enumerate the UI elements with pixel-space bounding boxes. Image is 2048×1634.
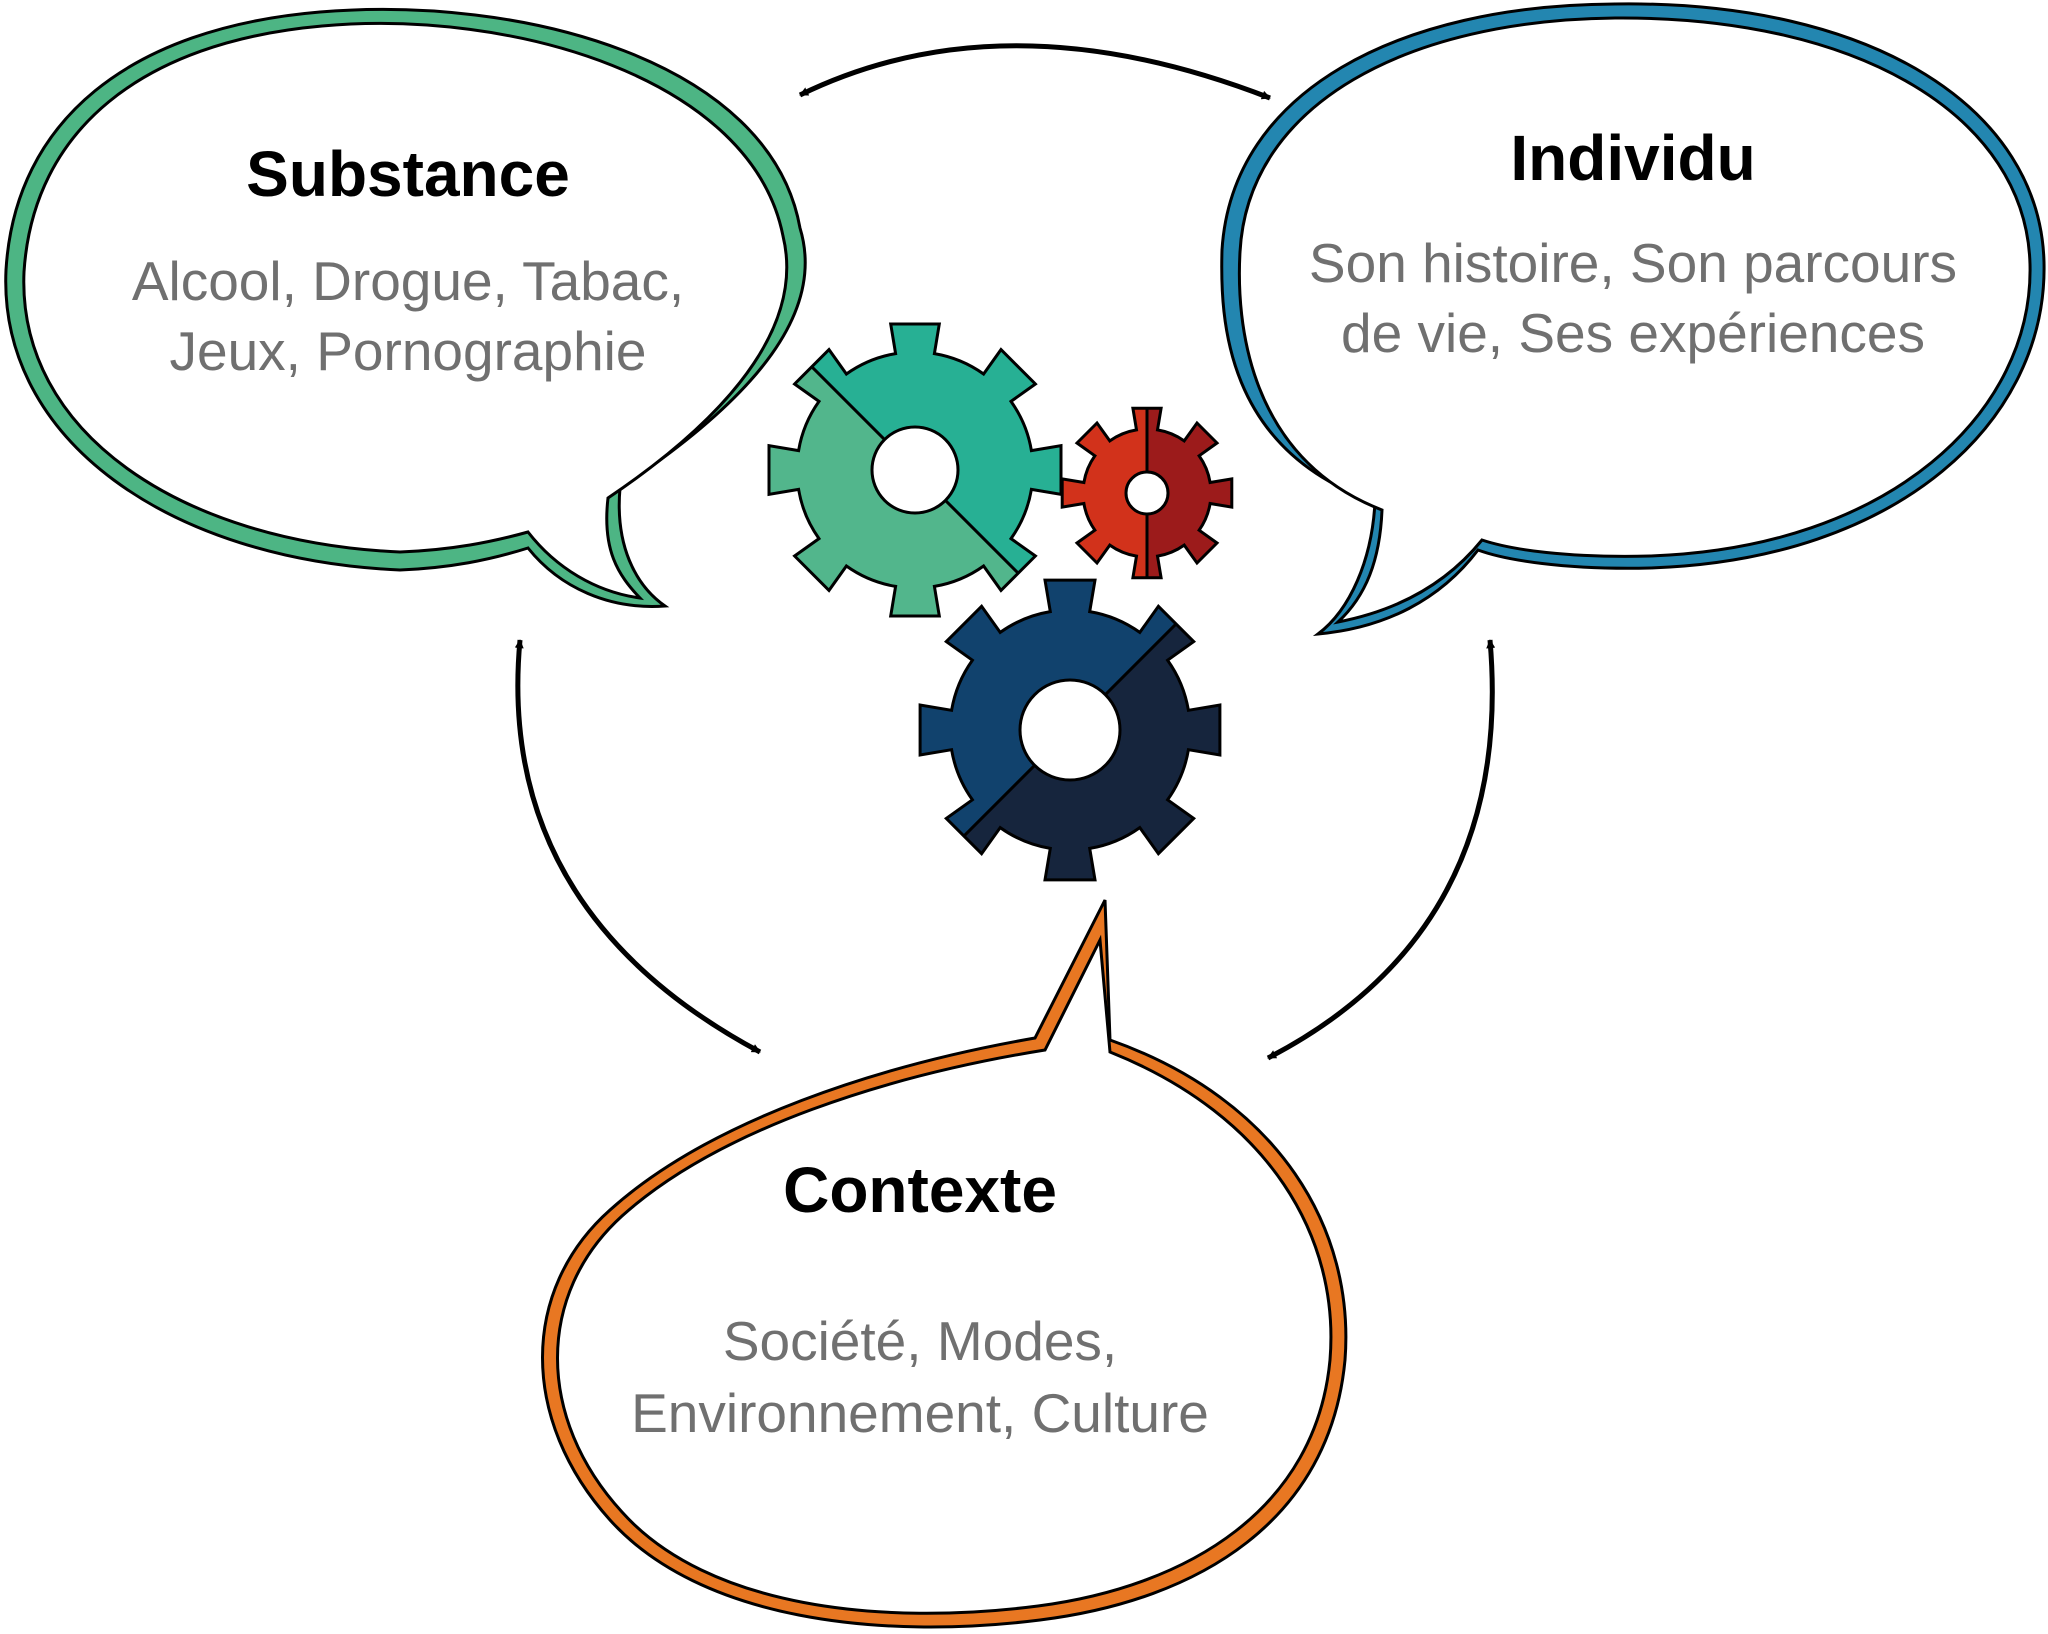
gear-navy-hole bbox=[1018, 678, 1122, 782]
substance-line-2: Jeux, Pornographie bbox=[170, 320, 647, 382]
individu-bubble-fill bbox=[1237, 16, 2032, 625]
contexte-bubble bbox=[541, 899, 1348, 1629]
individu-line-2: de vie, Ses expériences bbox=[1341, 302, 1925, 364]
gear-green-dark-half bbox=[796, 324, 1061, 589]
contexte-bubble-fill bbox=[556, 934, 1333, 1615]
substance-bubble bbox=[4, 7, 807, 608]
substance-line-1: Alcool, Drogue, Tabac, bbox=[132, 250, 684, 312]
gear-green-outline bbox=[767, 322, 1063, 618]
arrow-substance-individu bbox=[798, 43, 1271, 101]
gear-navy-light-half bbox=[920, 580, 1192, 852]
contexte-title: Contexte bbox=[783, 1154, 1057, 1226]
gear-green-light-half bbox=[769, 351, 1034, 616]
gear-navy-outline bbox=[918, 578, 1222, 882]
arrow-substance-contexte bbox=[514, 639, 762, 1055]
substance-bubble-fill bbox=[22, 22, 789, 601]
gear-green-hole bbox=[870, 425, 960, 515]
arrow-individu-contexte bbox=[1266, 639, 1496, 1061]
individu-bubble bbox=[1220, 2, 2046, 636]
gear-red-hole bbox=[1124, 470, 1170, 516]
gear-red-icon bbox=[1060, 406, 1234, 580]
individu-title: Individu bbox=[1510, 122, 1755, 194]
gear-green-icon bbox=[767, 322, 1063, 618]
gear-navy-dark-half bbox=[948, 608, 1220, 880]
gear-navy-icon bbox=[918, 578, 1222, 882]
individu-line-1: Son histoire, Son parcours bbox=[1309, 232, 1957, 294]
contexte-line-2: Environnement, Culture bbox=[631, 1382, 1209, 1444]
contexte-line-1: Société, Modes, bbox=[723, 1310, 1117, 1372]
substance-title: Substance bbox=[246, 138, 570, 210]
gear-red-outline bbox=[1060, 406, 1234, 580]
